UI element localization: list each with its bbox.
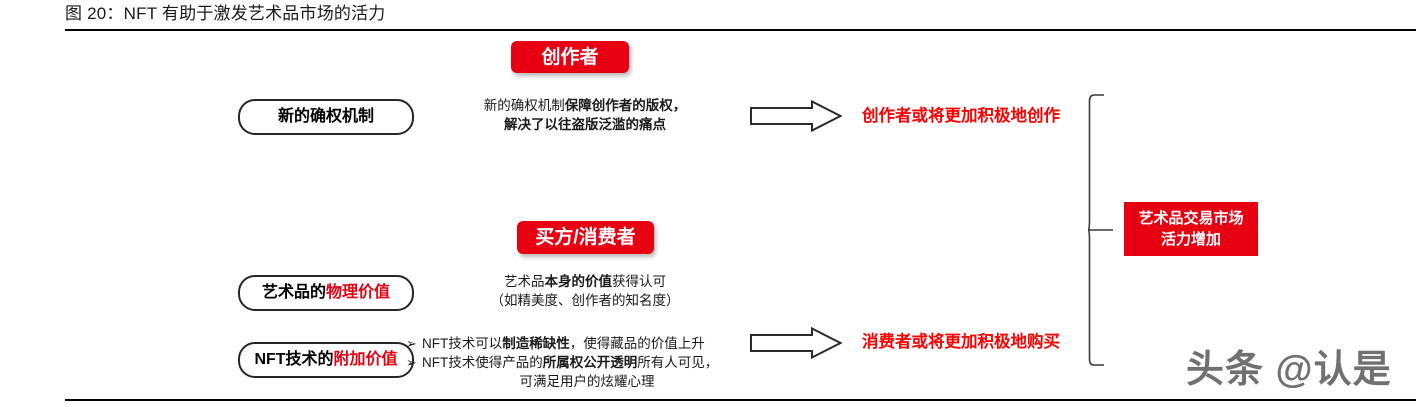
result-box-line1: 艺术品交易市场	[1138, 210, 1244, 227]
title-divider-top	[65, 29, 1416, 31]
badge-buyer-consumer-label: 买方/消费者	[535, 227, 636, 248]
box-new-rights-mechanism-label: 新的确权机制	[277, 108, 374, 125]
description-physical-value-line1: 艺术品本身的价值获得认可	[440, 272, 730, 291]
list-item-2-plain-a: NFT技术使得产品的	[422, 355, 543, 370]
list-item: ➢ NFT技术使得产品的所属权公开透明所有人可见，	[406, 353, 752, 372]
bullet-marker-icon: ➢	[406, 336, 417, 351]
box-nft-added-value: NFT技术的附加价值	[238, 342, 414, 378]
box-nft-added-value-plain: NFT技术的	[254, 351, 334, 368]
outcome-creator-text: 创作者或将更加积极地创作	[862, 107, 1060, 125]
box-new-rights-mechanism: 新的确权机制	[238, 99, 414, 135]
outcome-consumer-text: 消费者或将更加积极地购买	[862, 333, 1060, 351]
list-item-text: NFT技术使得产品的所属权公开透明所有人可见，	[422, 353, 718, 372]
box-artwork-physical-value: 艺术品的物理价值	[238, 275, 414, 311]
description-creator-line2: 解决了以往盗版泛滥的痛点	[440, 115, 730, 134]
badge-creator-label: 创作者	[541, 46, 599, 68]
description-physical-value: 艺术品本身的价值获得认可 （如精美度、创作者的知名度）	[440, 272, 730, 310]
right-arrow-icon-creator	[750, 99, 843, 133]
box-artwork-physical-value-highlight: 物理价值	[326, 284, 391, 301]
right-curly-brace-icon	[1087, 94, 1114, 366]
figure-divider-bottom	[65, 399, 1416, 401]
description-physical-value-line2: （如精美度、创作者的知名度）	[490, 293, 680, 308]
description-creator: 新的确权机制保障创作者的版权， 解决了以往盗版泛滥的痛点	[440, 96, 730, 134]
list-item: ➢ NFT技术可以制造稀缺性，使得藏品的价值上升	[406, 334, 752, 353]
result-box-line2: 活力增加	[1160, 231, 1221, 248]
description-nft-added-value-list: ➢ NFT技术可以制造稀缺性，使得藏品的价值上升 ➢ NFT技术使得产品的所属权…	[406, 334, 752, 391]
description-creator-line1-bold: 保障创作者的版权，	[564, 98, 687, 113]
list-item-text: NFT技术可以制造稀缺性，使得藏品的价值上升	[422, 334, 705, 353]
description-creator-line1: 新的确权机制保障创作者的版权，	[440, 96, 730, 115]
list-item-1-plain-a: NFT技术可以	[422, 336, 503, 351]
description-physical-value-line1-plain-b: 获得认可	[612, 274, 666, 289]
list-item-1-bold: 制造稀缺性	[502, 336, 570, 351]
result-box-market-vitality: 艺术品交易市场 活力增加	[1124, 202, 1258, 256]
badge-buyer-consumer: 买方/消费者	[517, 221, 654, 254]
description-creator-line1-plain: 新的确权机制	[483, 98, 565, 113]
list-item-2-plain-b: 所有人可见，	[637, 355, 719, 370]
list-item-1-plain-b: ，使得藏品的价值上升	[569, 336, 705, 351]
description-physical-value-line1-bold: 本身的价值	[544, 274, 613, 289]
box-nft-added-value-highlight: 附加价值	[333, 351, 398, 368]
figure-title: 图 20：NFT 有助于激发艺术品市场的活力	[65, 4, 386, 23]
description-creator-line2-bold: 解决了以往盗版泛滥的痛点	[504, 117, 666, 132]
box-artwork-physical-value-plain: 艺术品的	[261, 284, 326, 301]
badge-creator: 创作者	[511, 41, 629, 73]
watermark: 头条 @认是	[1186, 349, 1392, 391]
bullet-marker-icon: ➢	[406, 355, 417, 370]
right-arrow-icon-consumer	[750, 326, 843, 360]
list-item-2-bold: 所属权公开透明	[542, 355, 638, 370]
description-physical-value-line1-plain-a: 艺术品	[504, 274, 545, 289]
list-item-2-continuation: 可满足用户的炫耀心理	[519, 374, 655, 389]
